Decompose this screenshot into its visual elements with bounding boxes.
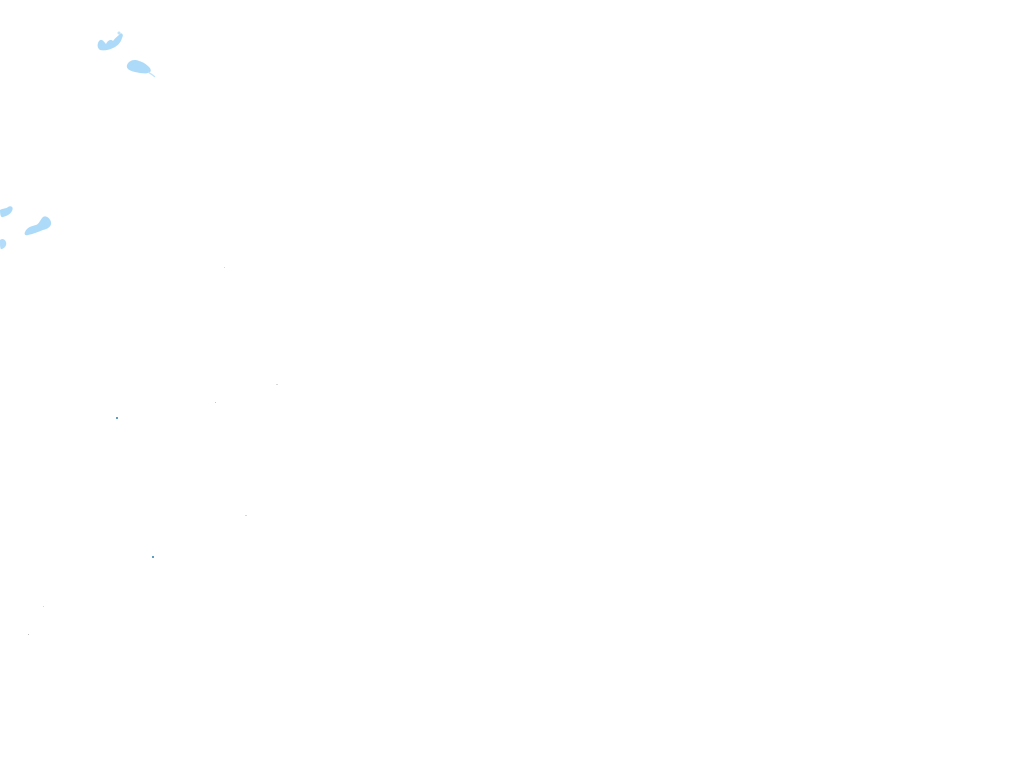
watercolor-splash-left-edge-b [24, 216, 52, 236]
watercolor-splash-shape [24, 216, 52, 236]
watercolor-splash-top-left-a [97, 31, 123, 51]
speck [215, 402, 216, 403]
watercolor-splash-shape [97, 33, 123, 51]
watercolor-splash-top-left-b [126, 60, 156, 78]
watercolor-droplet [117, 31, 121, 35]
watercolor-splash-left-edge-a [0, 206, 13, 250]
speck [224, 267, 225, 268]
speck [152, 556, 154, 558]
speck [245, 515, 247, 516]
watercolor-streak [147, 71, 156, 78]
speck [43, 606, 44, 607]
watercolor-splash-shape [0, 238, 7, 250]
watercolor-splash-shape [0, 206, 13, 218]
speck [276, 384, 278, 385]
watercolor-splash-shape [126, 60, 151, 74]
speck [116, 417, 118, 419]
speck [28, 634, 29, 635]
